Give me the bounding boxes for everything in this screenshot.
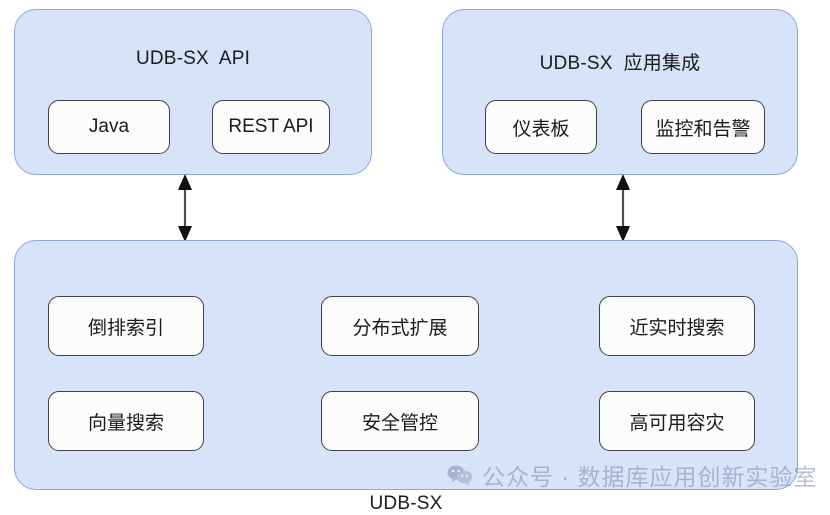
box-vector-search[interactable]: 向量搜索	[48, 391, 204, 451]
box-java[interactable]: Java	[48, 100, 170, 154]
box-near-realtime-search[interactable]: 近实时搜索	[599, 296, 755, 356]
box-security-governance[interactable]: 安全管控	[321, 391, 479, 451]
panel-api-title: UDB-SX API	[135, 48, 251, 69]
panel-udb-sx-core: UDB-SX	[14, 240, 798, 514]
double-arrow-icon-right	[616, 174, 630, 242]
panel-core-title: UDB-SX	[369, 493, 443, 514]
box-inverted-index[interactable]: 倒排索引	[48, 296, 204, 356]
box-dashboard[interactable]: 仪表板	[485, 100, 597, 154]
box-distributed-scaling[interactable]: 分布式扩展	[321, 296, 479, 356]
panel-app-title: UDB-SX 应用集成	[539, 53, 701, 74]
double-arrow-icon-left	[178, 174, 192, 242]
box-monitoring-and-alerting[interactable]: 监控和告警	[641, 100, 765, 154]
box-rest-api[interactable]: REST API	[212, 100, 330, 154]
box-high-availability-disaster-recovery[interactable]: 高可用容灾	[599, 391, 755, 451]
